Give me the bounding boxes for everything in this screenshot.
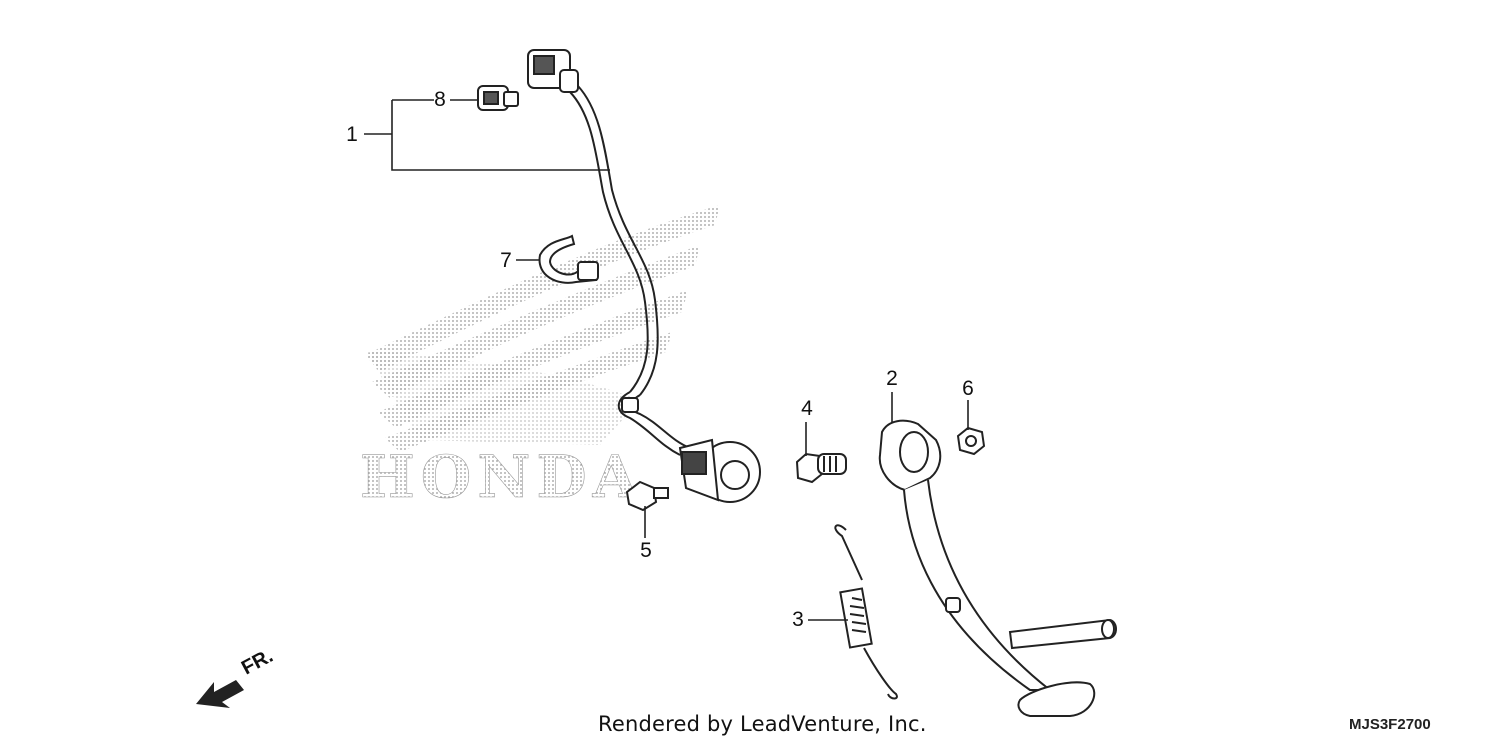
part-6-nut-drawing <box>956 426 986 456</box>
diagram-code: MJS3F2700 <box>1349 716 1431 733</box>
part-8-connector-drawing <box>477 85 519 111</box>
part-7-band-drawing <box>538 234 599 284</box>
part-2-side-stand-drawing <box>878 419 1117 717</box>
callout-8[interactable]: 8 <box>434 88 446 111</box>
footer-credit: Rendered by LeadVenture, Inc. <box>598 712 927 736</box>
part-1-switch-harness-drawing <box>527 49 761 503</box>
honda-wing-watermark <box>365 205 720 452</box>
honda-wordmark-watermark: HONDA <box>360 443 644 511</box>
callout-5[interactable]: 5 <box>640 539 652 562</box>
part-4-bolt-drawing <box>795 452 847 484</box>
leader-lines <box>364 99 969 621</box>
callout-1[interactable]: 1 <box>346 123 358 146</box>
callout-4[interactable]: 4 <box>801 397 813 420</box>
callout-3[interactable]: 3 <box>792 608 804 631</box>
part-5-bolt-drawing <box>625 480 669 512</box>
callout-2[interactable]: 2 <box>886 367 898 390</box>
callout-6[interactable]: 6 <box>962 377 974 400</box>
front-direction-arrow-icon <box>196 680 244 708</box>
part-3-spring-drawing <box>834 524 898 700</box>
callout-7[interactable]: 7 <box>500 249 512 272</box>
